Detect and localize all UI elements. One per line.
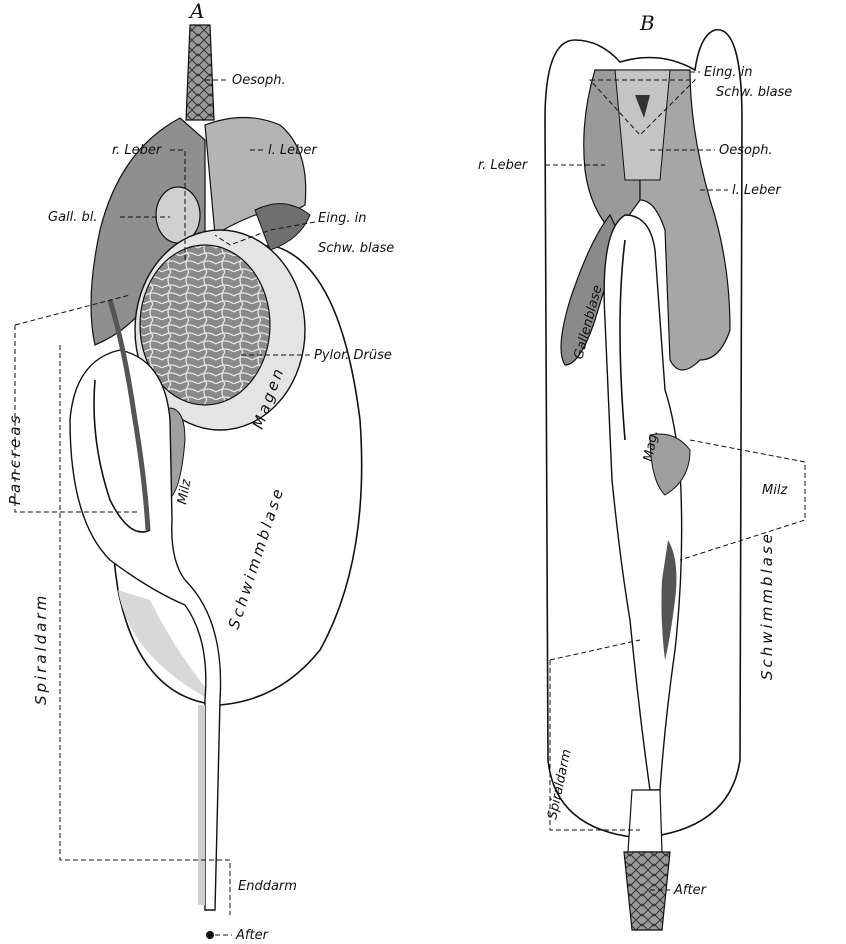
panel-a: A Oeso xyxy=(6,0,394,943)
panel-a-letter: A xyxy=(188,0,204,23)
b-after-scales xyxy=(624,852,670,930)
a-oesophagus xyxy=(186,25,214,120)
a-label-milz: Milz xyxy=(175,477,194,506)
b-label-schw-blase: Schw. blase xyxy=(716,85,792,100)
a-label-eing-in: Eing. in xyxy=(318,211,366,226)
a-label-pancreas: Pancreas xyxy=(6,413,24,505)
b-label-after: After xyxy=(673,883,708,898)
a-enddarm-shade xyxy=(198,705,205,905)
b-label-schwimmblase: Schwimmblase xyxy=(758,531,776,680)
panel-b: B Eing. in Schw. blase r. Leber Oeso xyxy=(478,11,805,930)
a-label-l-leber: l. Leber xyxy=(268,143,318,158)
b-label-r-leber: r. Leber xyxy=(478,158,529,173)
a-label-spiraldarm: Spiraldarm xyxy=(32,593,50,705)
a-label-schwimmblase: Schwimmblase xyxy=(225,484,288,631)
a-after-opening xyxy=(206,931,214,939)
b-oesophagus xyxy=(615,70,670,180)
a-label-r-leber: r. Leber xyxy=(112,143,163,158)
b-enddarm xyxy=(628,790,662,852)
b-lead-milz xyxy=(680,440,805,560)
b-label-eing-in: Eing. in xyxy=(704,65,752,80)
a-label-enddarm: Enddarm xyxy=(238,879,297,894)
b-label-milz: Milz xyxy=(762,483,788,498)
panel-b-letter: B xyxy=(639,11,655,35)
b-label-oesoph: Oesoph. xyxy=(719,143,773,158)
a-label-gall-bl: Gall. bl. xyxy=(48,210,98,225)
b-label-l-leber: l. Leber xyxy=(732,183,782,198)
a-label-oesoph: Oesoph. xyxy=(232,73,286,88)
a-label-after: After xyxy=(235,928,270,943)
a-liver-lobe xyxy=(255,204,310,250)
a-label-pylor: Pylor. Drüse xyxy=(314,348,392,363)
a-label-schw-blase: Schw. blase xyxy=(318,241,394,256)
